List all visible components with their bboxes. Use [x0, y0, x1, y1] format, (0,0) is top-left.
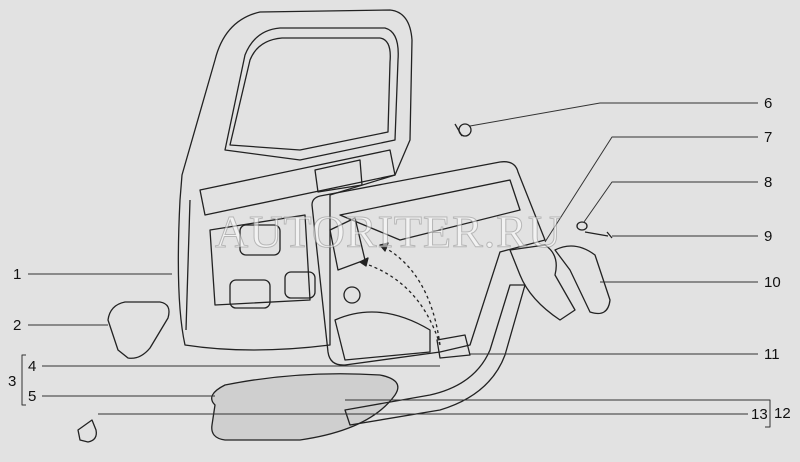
insulation-part-5: [211, 373, 399, 441]
clip-part-11: [436, 334, 471, 359]
washer-part-8: [576, 221, 588, 231]
callout-8: 8: [764, 174, 773, 191]
callout-13: 13: [751, 406, 768, 423]
callout-11: 11: [764, 346, 780, 363]
callout-6: 6: [764, 95, 773, 112]
screw-part-9: [584, 231, 613, 239]
clip-part-13: [77, 419, 97, 443]
trim-panel-part-4: [311, 161, 546, 366]
callout-4: 4: [28, 358, 37, 375]
callout-2: 2: [13, 317, 22, 334]
cover-part-2: [107, 301, 170, 359]
callout-12: 12: [774, 405, 791, 422]
handle-part-10: [509, 244, 576, 321]
callout-9: 9: [764, 228, 773, 245]
door-frame-part-1: [177, 9, 413, 351]
assembly-arrow: [359, 244, 441, 346]
watermark: AUTORITER.RU: [214, 206, 563, 258]
clip-part-6: [454, 123, 472, 137]
callout-7: 7: [764, 129, 773, 146]
callout-5: 5: [28, 388, 37, 405]
leader-lines: [21, 102, 771, 428]
arrowhead: [359, 242, 389, 267]
callout-1: 1: [13, 266, 22, 283]
callout-3: 3: [8, 373, 17, 390]
callout-10: 10: [764, 274, 781, 291]
handle-part-7: [554, 245, 611, 315]
